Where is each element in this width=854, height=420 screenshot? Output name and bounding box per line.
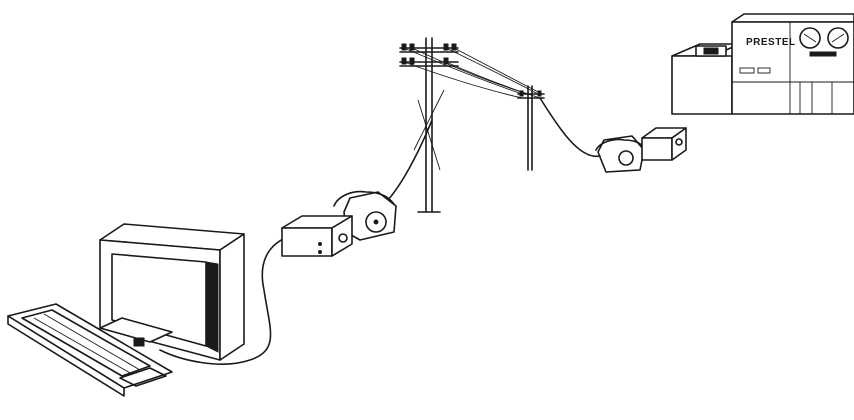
- local-modem: [282, 216, 352, 256]
- mainframe-label: PRESTEL: [746, 37, 796, 48]
- remote-telephone: [596, 136, 644, 172]
- remote-modem: [642, 128, 686, 160]
- computer-monitor: [100, 224, 244, 360]
- prestel-mainframe: PRESTEL: [672, 14, 854, 114]
